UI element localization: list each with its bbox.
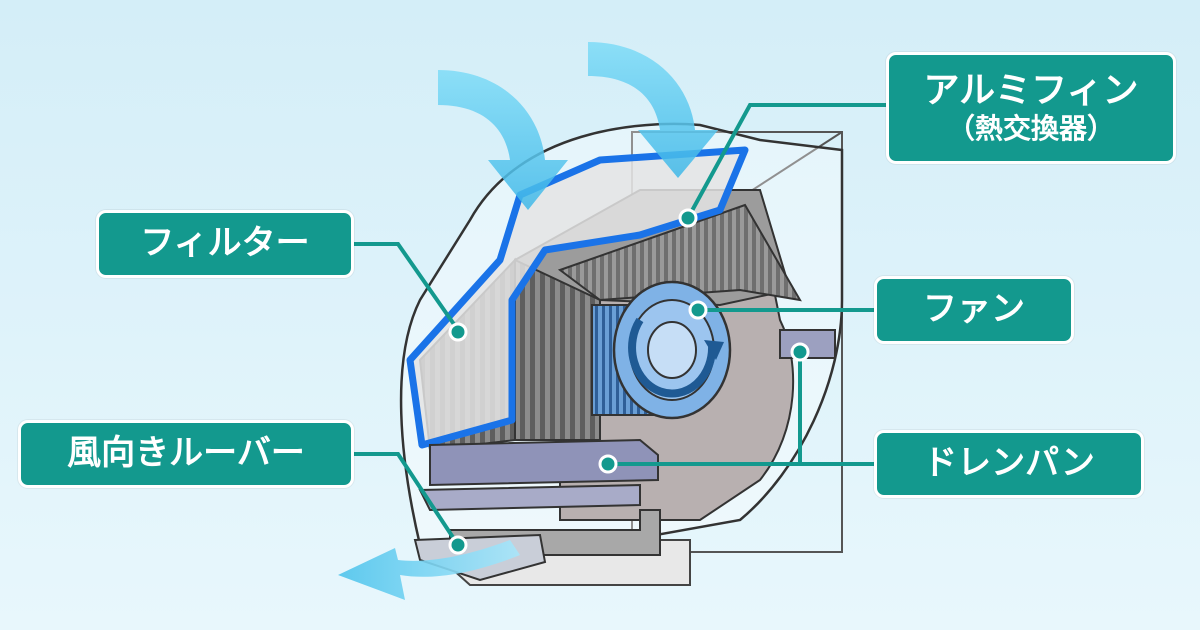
leader-lines — [354, 103, 886, 547]
fan-label-text: ファン — [923, 289, 1025, 330]
filter-label: フィルター — [96, 210, 354, 278]
fan — [591, 280, 732, 420]
aluminum-fin-label-text: アルミフィン — [923, 69, 1139, 111]
drain-pan-label-text: ドレンパン — [923, 443, 1095, 484]
rotation-arrow-icon — [628, 317, 717, 398]
filter-label-text: フィルター — [140, 223, 310, 264]
airflow-arrow-in — [588, 42, 718, 178]
louver-label: 風向きルーバー — [18, 420, 354, 488]
drain-pan-label: ドレンパン — [874, 430, 1144, 498]
aluminum-fin-label: アルミフィン （熱交換器） — [886, 52, 1176, 164]
drain-pan — [418, 329, 836, 512]
heat-exchanger-label-text: （熱交換器） — [946, 112, 1115, 146]
louver-label-text: 風向きルーバー — [67, 433, 305, 474]
airflow-arrow-out — [338, 540, 520, 600]
fan-label: ファン — [874, 276, 1074, 344]
leader-dots — [448, 208, 810, 555]
airflow-arrow-in — [438, 70, 568, 210]
